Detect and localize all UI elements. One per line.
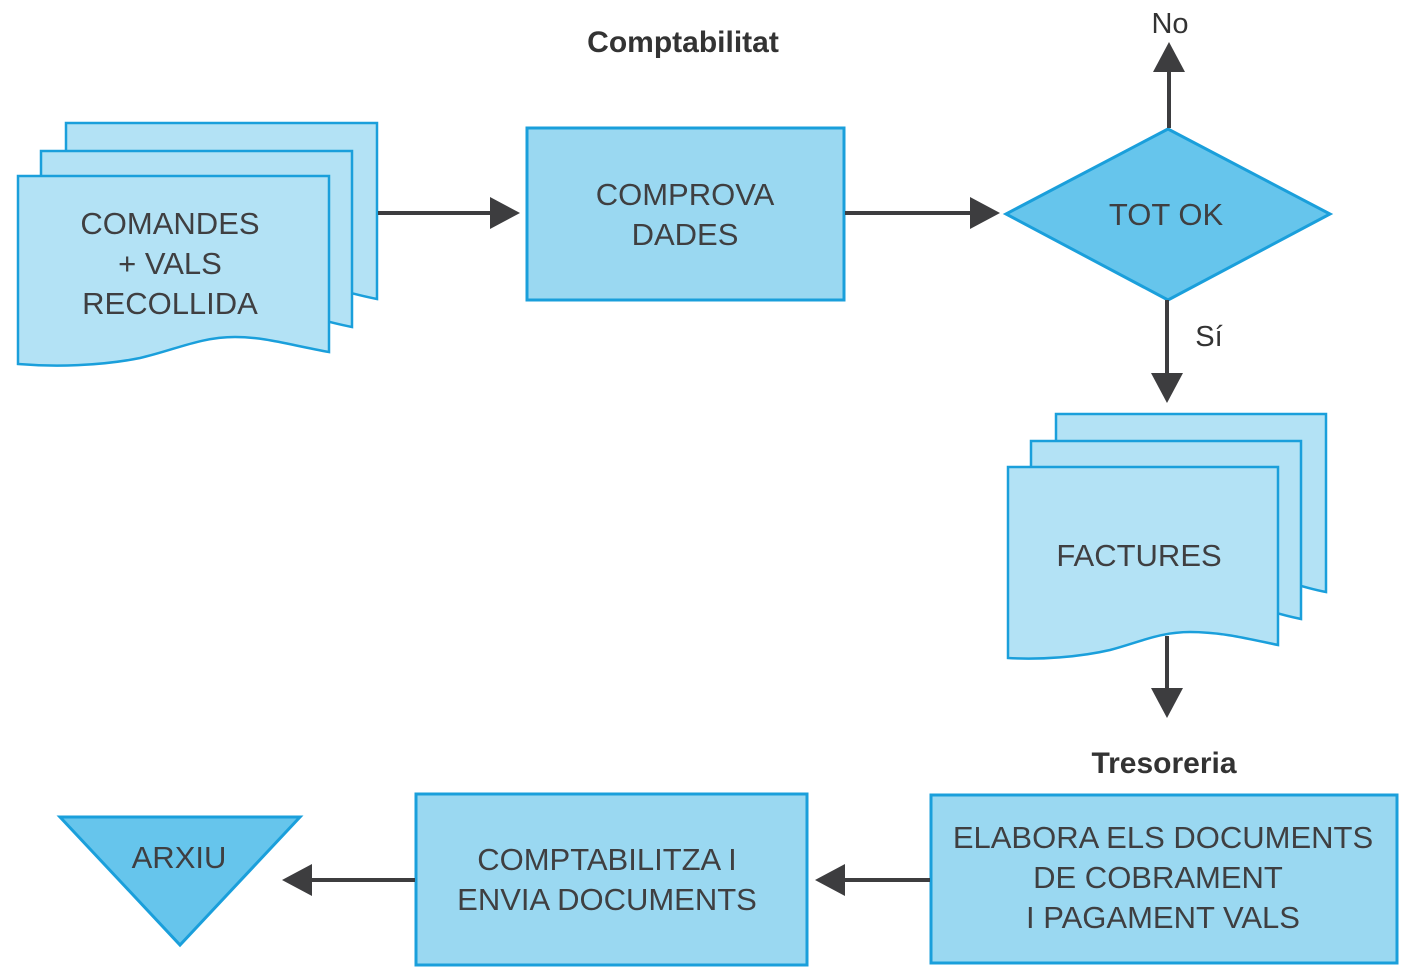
document-sheet-front — [1006, 465, 1280, 660]
arrow-comprova-to-decision — [845, 197, 1000, 229]
edge-label-si: Sí — [1195, 321, 1222, 353]
node-comprova[interactable]: COMPROVA DADES — [525, 126, 846, 302]
node-comandes[interactable]: COMANDES + VALS RECOLLIDA — [16, 121, 379, 367]
node-label-line: FACTURES — [1056, 538, 1221, 573]
node-label-line: + VALS — [118, 246, 222, 281]
node-label-line: COMANDES — [80, 206, 259, 241]
node-elabora[interactable]: ELABORA ELS DOCUMENTS DE COBRAMENT I PAG… — [929, 793, 1399, 965]
node-label-line: RECOLLIDA — [82, 286, 258, 321]
storage-triangle — [56, 815, 304, 948]
process-box — [414, 792, 809, 967]
document-sheet-front — [16, 174, 331, 367]
arrow-comandes-to-comprova — [378, 197, 520, 229]
node-label-line: DADES — [632, 217, 739, 252]
arrow-elabora-to-comptabilitza — [815, 864, 930, 896]
node-totok[interactable]: TOT OK — [1002, 127, 1334, 302]
node-label-line: DE COBRAMENT — [1033, 860, 1283, 895]
node-factures[interactable]: FACTURES — [1006, 412, 1328, 660]
node-label-line: COMPTABILITZA I — [477, 842, 737, 877]
node-label-line: I PAGAMENT VALS — [1026, 900, 1300, 935]
arrow-si: Sí — [1151, 300, 1223, 403]
node-label-line: ARXIU — [132, 840, 227, 875]
node-comptabilitza[interactable]: COMPTABILITZA I ENVIA DOCUMENTS — [414, 792, 809, 967]
process-box — [525, 126, 846, 302]
node-label-line: COMPROVA — [596, 177, 775, 212]
node-label-line: TOT OK — [1109, 197, 1224, 232]
process-box — [929, 793, 1399, 965]
node-label-line: ELABORA ELS DOCUMENTS — [953, 820, 1373, 855]
arrow-factures-to-elabora — [1151, 636, 1183, 718]
title-comptabilitat: Comptabilitat — [587, 26, 779, 59]
title-tresoreria: Tresoreria — [1091, 747, 1236, 780]
node-label-line: ENVIA DOCUMENTS — [457, 882, 757, 917]
node-arxiu[interactable]: ARXIU — [56, 815, 304, 948]
arrow-no: No — [1151, 8, 1189, 128]
edge-label-no: No — [1151, 8, 1188, 40]
arrow-comptabilitza-to-arxiu — [282, 864, 415, 896]
